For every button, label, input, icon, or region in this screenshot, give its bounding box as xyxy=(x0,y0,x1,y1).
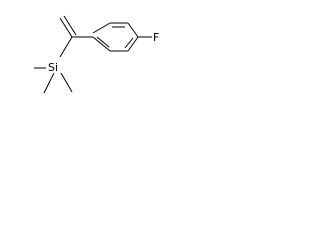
ring-bond-3 xyxy=(127,22,139,38)
vinyl-to-silicon-bond xyxy=(59,36,73,58)
silicon-methyl-bottom-right-bond xyxy=(60,72,73,93)
silicon-label: Si xyxy=(48,61,58,74)
ring-bond-6 xyxy=(92,36,111,52)
chemical-structure-diagram: F Si xyxy=(34,15,159,94)
vinyl-double-bond-2 xyxy=(63,15,77,36)
silicon-methyl-bottom-left-bond xyxy=(43,72,55,94)
ring-bond-4 xyxy=(127,36,139,52)
fluorine-label: F xyxy=(153,31,159,44)
ring-bond-1 xyxy=(92,22,111,34)
ring-inner-double-bond-right xyxy=(124,37,134,49)
benzene-ring xyxy=(92,22,139,52)
vinyl-double-bond-1 xyxy=(59,17,73,38)
ring-inner-double-bond-left xyxy=(96,36,110,48)
